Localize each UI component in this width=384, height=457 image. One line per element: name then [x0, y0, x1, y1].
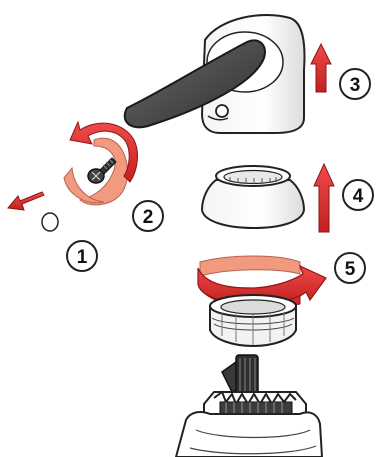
step-2-number: 2	[143, 207, 154, 228]
up-arrow-3-icon	[311, 44, 331, 92]
screw-rotation-arrow-icon	[64, 122, 137, 205]
step-1-marker: 1	[67, 241, 97, 271]
step-3-number: 3	[350, 75, 361, 96]
step-5-marker: 5	[335, 253, 365, 283]
step-5-number: 5	[345, 259, 356, 280]
step-4-number: 4	[353, 186, 364, 207]
nut-icon	[210, 295, 296, 346]
lever-handle-icon	[125, 15, 305, 133]
step-2-marker: 2	[133, 201, 163, 231]
up-arrow-4-icon	[314, 164, 334, 232]
step-1-number: 1	[77, 247, 88, 268]
step-3-marker: 3	[340, 69, 370, 99]
left-arrow-1-icon	[8, 192, 44, 210]
cap-icon	[42, 213, 58, 231]
cover-ring-icon	[202, 166, 304, 228]
cartridge-icon	[176, 355, 322, 457]
step-4-marker: 4	[343, 180, 373, 210]
